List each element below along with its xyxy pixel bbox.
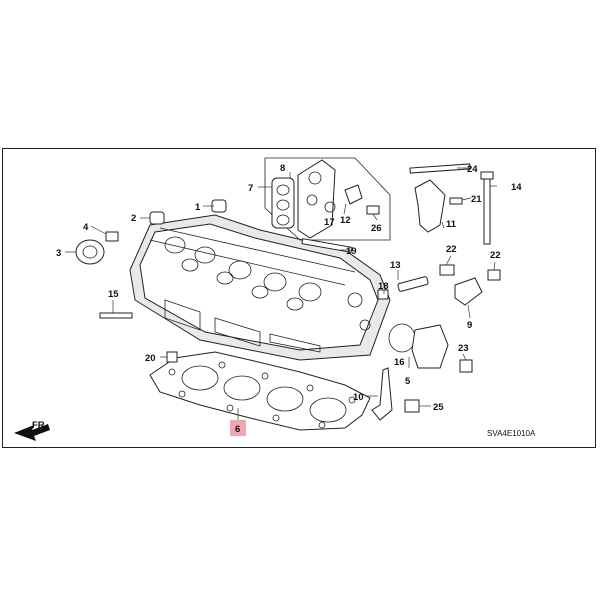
callout-12[interactable]: 12 (340, 215, 351, 226)
callout-22b[interactable]: 22 (490, 250, 501, 261)
front-arrow-icon (14, 424, 50, 441)
callout-15[interactable]: 15 (108, 289, 119, 300)
spool-valve-assembly-box (264, 157, 391, 241)
callout-26[interactable]: 26 (371, 223, 382, 234)
callout-2[interactable]: 2 (131, 213, 136, 224)
left-fittings (75, 199, 227, 265)
callout-20[interactable]: 20 (145, 353, 156, 364)
callout-24[interactable]: 24 (467, 164, 478, 175)
callout-19[interactable]: 19 (346, 246, 357, 257)
callout-25[interactable]: 25 (433, 402, 444, 413)
bracket-assembly (409, 163, 494, 245)
head-gasket (149, 351, 371, 431)
callout-11[interactable]: 11 (446, 219, 457, 230)
callout-18[interactable]: 18 (378, 281, 389, 292)
callouts: 1 2 3 4 5 6 7 8 9 10 11 12 13 14 15 16 1… (56, 163, 522, 435)
callout-10[interactable]: 10 (353, 392, 364, 403)
callout-6[interactable]: 6 (235, 424, 240, 435)
callout-16[interactable]: 16 (394, 357, 405, 368)
callout-17[interactable]: 17 (324, 217, 335, 228)
callout-21[interactable]: 21 (471, 194, 482, 205)
cylinder-head (129, 214, 391, 361)
callout-5[interactable]: 5 (405, 376, 411, 387)
callout-13[interactable]: 13 (390, 260, 401, 271)
callout-14[interactable]: 14 (511, 182, 522, 193)
part-6-highlight (230, 420, 246, 436)
callout-7[interactable]: 7 (248, 183, 253, 194)
callout-22a[interactable]: 22 (446, 244, 457, 255)
callout-23[interactable]: 23 (458, 343, 469, 354)
callout-1[interactable]: 1 (195, 202, 201, 213)
callout-9[interactable]: 9 (467, 320, 472, 331)
diagram-code: SVA4E1010A (487, 429, 536, 438)
callout-3[interactable]: 3 (56, 248, 61, 259)
leader-lines (65, 167, 497, 407)
right-side-parts (371, 264, 501, 421)
bolts-and-dowels (99, 238, 353, 363)
front-label: FR. (32, 420, 47, 431)
callout-8[interactable]: 8 (280, 163, 285, 174)
callout-4[interactable]: 4 (83, 222, 89, 233)
